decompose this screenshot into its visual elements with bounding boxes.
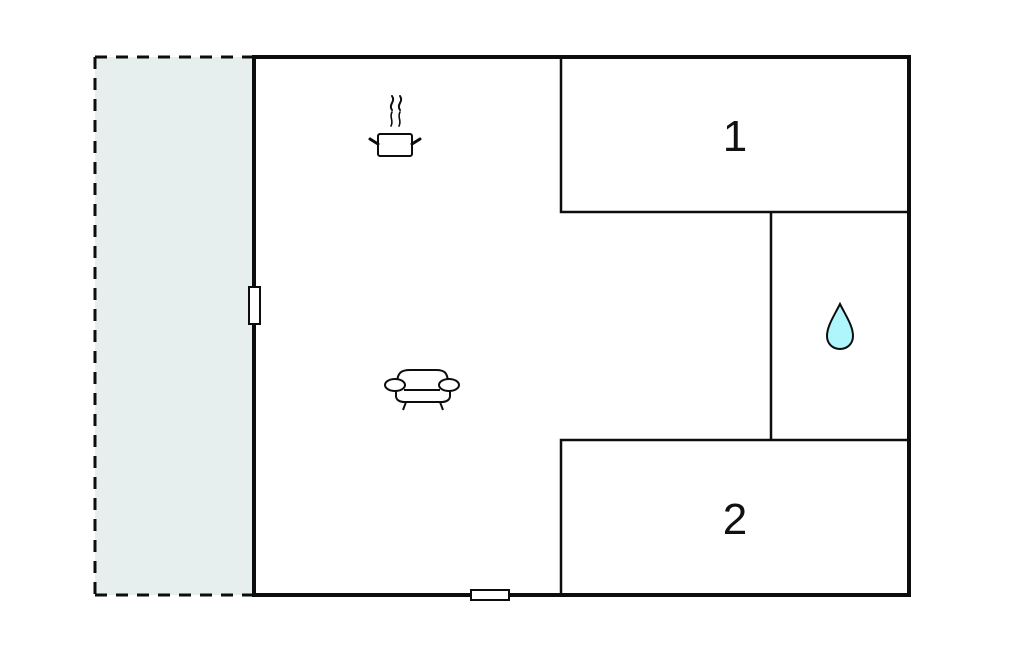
- door-left: [248, 286, 261, 325]
- water-drop-icon: [825, 301, 855, 351]
- sofa-icon: [384, 369, 460, 411]
- door-bottom: [470, 589, 510, 601]
- cooking-pot-icon: [368, 95, 422, 157]
- outer-walls: [252, 55, 911, 597]
- room-label-1: 1: [723, 112, 747, 161]
- room-label-2: 2: [723, 495, 747, 544]
- interior-walls: [559, 57, 907, 595]
- terrace: [93, 55, 254, 597]
